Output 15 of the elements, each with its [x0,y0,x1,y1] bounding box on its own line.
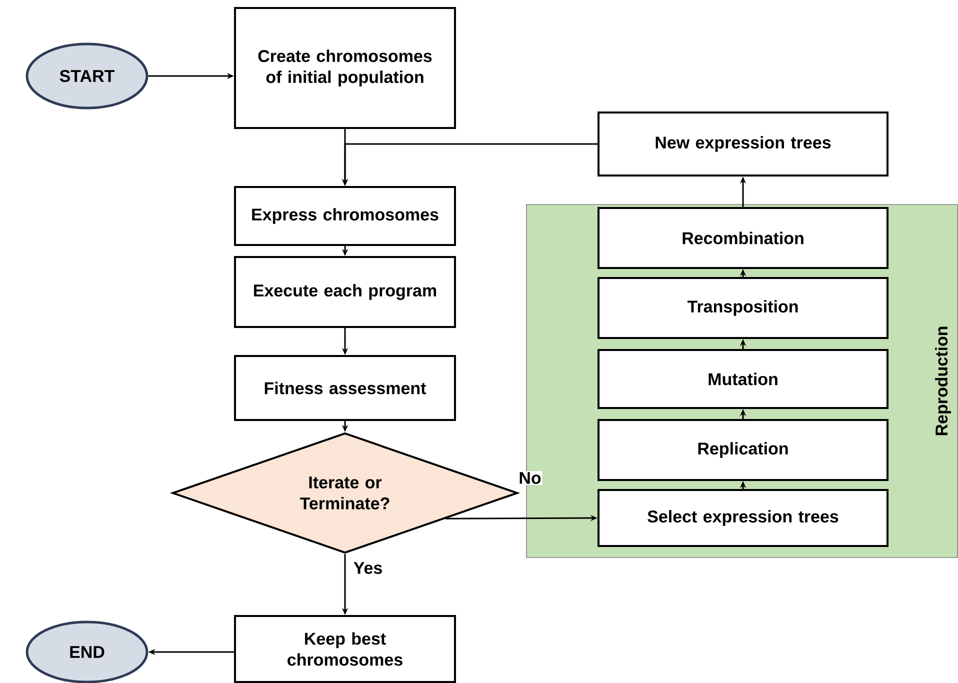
process-box: Select expression trees [598,489,888,547]
process-box: Recombination [598,207,888,269]
end-oval: END [26,620,148,683]
process-box: Replication [598,419,888,481]
process-box: Mutation [598,349,888,409]
start-oval: START [26,42,148,110]
process-box: Execute each program [234,256,456,328]
edge-label: No [518,471,542,485]
edge-label: Yes [352,561,384,575]
process-box: Keep best chromosomes [234,615,456,683]
process-box: Express chromosomes [234,186,456,246]
process-box: Fitness assessment [234,355,456,421]
process-box: Transposition [598,277,888,339]
process-box: Create chromosomes of initial population [234,7,456,129]
process-box: New expression trees [598,112,888,176]
